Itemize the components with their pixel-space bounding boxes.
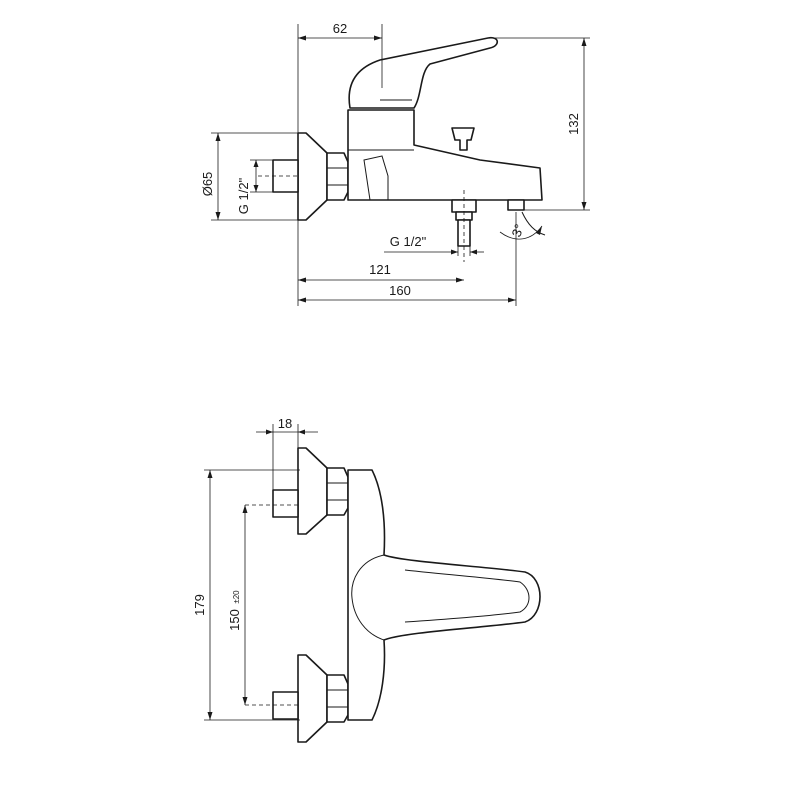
dim-overall-length: 160	[389, 283, 411, 298]
diverter-knob	[451, 127, 475, 151]
dim-spout-angle: 3°	[509, 222, 527, 239]
dim-height: 132	[566, 113, 581, 135]
lever-handle	[348, 36, 499, 109]
dim-outlet-distance: 121	[369, 262, 391, 277]
dim-rosette-diameter: Ø65	[200, 172, 215, 197]
wall-rosette	[297, 132, 328, 221]
dim-outlet-thread: G 1/2"	[390, 234, 427, 249]
top-view: 18 179 150 ±20	[192, 416, 541, 743]
side-view: 62 132 Ø65 G 1/2" G 1/2" 121	[200, 21, 590, 306]
dim-rosette-width: 18	[278, 416, 292, 431]
mixer-body-top	[347, 469, 541, 721]
mixer-body	[347, 109, 543, 201]
dim-center-tolerance: ±20	[232, 590, 241, 604]
dim-center-distance: 150	[227, 609, 242, 631]
dim-overall-width: 179	[192, 594, 207, 616]
lower-hex-nut	[326, 674, 349, 723]
upper-rosette	[297, 447, 328, 535]
dim-inlet-thread: G 1/2"	[236, 177, 251, 214]
lower-rosette	[297, 654, 328, 743]
dim-handle-offset: 62	[333, 21, 347, 36]
hex-nut	[326, 152, 349, 201]
spout-outlet	[507, 199, 525, 211]
upper-hex-nut	[326, 467, 349, 516]
